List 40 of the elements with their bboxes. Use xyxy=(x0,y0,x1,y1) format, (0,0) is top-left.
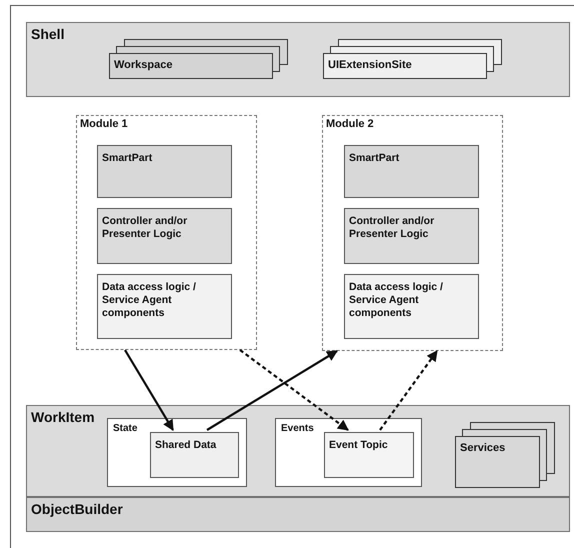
node-label: Controller and/or Presenter Logic xyxy=(349,215,436,242)
component-box xyxy=(344,208,479,264)
component-box xyxy=(344,274,479,339)
node-label: Workspace xyxy=(114,59,174,73)
arrow xyxy=(124,349,174,431)
stacked-boxes xyxy=(455,422,555,488)
node-label: Module 1 xyxy=(80,119,128,130)
node-label: State xyxy=(113,424,138,434)
node-label: Shell xyxy=(31,27,64,41)
stacked-boxes xyxy=(109,39,288,79)
stacked-boxes xyxy=(323,39,502,79)
node-label: Events xyxy=(281,424,314,434)
dashed-module-box xyxy=(322,115,503,351)
dashed-module-box xyxy=(76,115,257,350)
arrow xyxy=(239,349,349,431)
node-label: Data access logic / Service Agent components xyxy=(102,281,197,320)
layer-band xyxy=(26,405,570,497)
arrow xyxy=(379,350,438,431)
layer-band xyxy=(26,22,570,97)
node-label: Data access logic / Service Agent components xyxy=(349,281,444,320)
component-box xyxy=(97,208,232,264)
node-label: SmartPart xyxy=(349,152,400,166)
node-label: UIExtensionSite xyxy=(328,59,413,73)
group-box xyxy=(275,418,422,487)
arrow xyxy=(206,350,338,431)
node-label: Module 2 xyxy=(326,119,374,130)
node-label: Event Topic xyxy=(329,439,389,452)
node-label: Services xyxy=(460,442,506,456)
node-label: ObjectBuilder xyxy=(31,502,123,516)
component-box xyxy=(97,274,232,339)
node-label: Controller and/or Presenter Logic xyxy=(102,215,188,242)
component-box xyxy=(97,145,232,198)
component-box xyxy=(150,432,239,478)
component-box xyxy=(344,145,479,198)
component-box xyxy=(324,432,414,478)
node-label: Shared Data xyxy=(155,439,218,452)
node-label: SmartPart xyxy=(102,152,154,166)
node-label: WorkItem xyxy=(31,410,95,424)
layer-band xyxy=(26,497,570,532)
group-box xyxy=(107,418,247,487)
